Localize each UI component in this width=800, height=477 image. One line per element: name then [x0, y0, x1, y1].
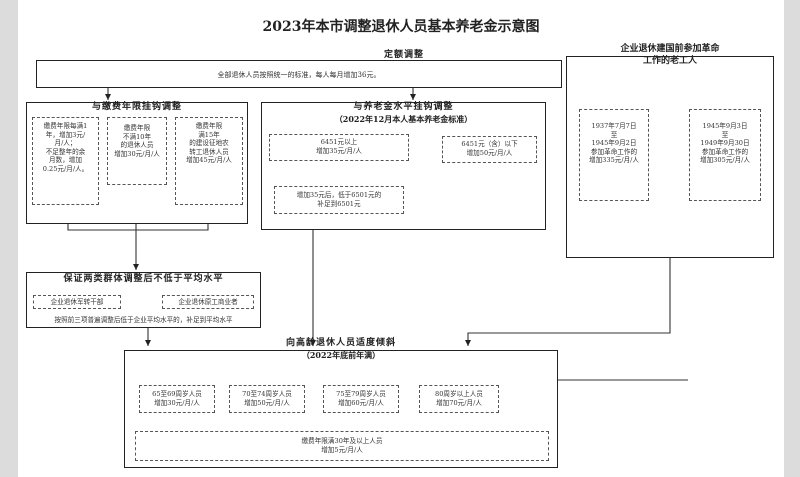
veterans-heading: 企业退休建国前参加革命 工作的老工人 — [620, 44, 720, 66]
elderly-bottom: 缴费年限满30年及以上人员 增加5元/月/人 — [135, 431, 549, 461]
years-box: 与缴费年限挂钩调整 缴费年限每满1 年，增加3元/ 月/人； 不足整年的余 月数… — [26, 102, 248, 224]
pension-box: 与养老金水平挂钩调整 （2022年12月本人基本养老金标准） 6451元以上 增… — [261, 102, 546, 230]
guarantee-item-1: 企业退休军转干部 — [33, 295, 121, 309]
elderly-subheading: （2022年底前年满） — [301, 350, 381, 360]
elderly-item-2: 70至74周岁人员 增加50元/月/人 — [229, 385, 305, 413]
pension-heading: 与养老金水平挂钩调整 — [353, 102, 454, 112]
years-item-3: 缴费年限 满15年 的建设征地农 转工退休人员 增加45元/月/人 — [175, 117, 243, 205]
elderly-box: 向高龄退休人员适度倾斜 （2022年底前年满） 65至69周岁人员 增加30元/… — [124, 338, 558, 468]
veterans-box: 企业退休建国前参加革命 工作的老工人 1937年7月7日 至 1945年9月2日… — [566, 44, 774, 258]
guarantee-item-2: 企业退休原工商业者 — [162, 295, 254, 309]
veterans-item-2: 1945年9月3日 至 1949年9月30日 参加革命工作的 增加305元/月/… — [689, 109, 761, 201]
veterans-item-1: 1937年7月7日 至 1945年9月2日 参加革命工作的 增加335元/月/人 — [579, 109, 649, 201]
pension-below: 6451元（含）以下 增加50元/月/人 — [442, 136, 537, 163]
guarantee-heading: 保证两类群体调整后不低于平均水平 — [63, 274, 224, 284]
pension-topup: 增加35元后，低于6501元的 补足到6501元 — [274, 186, 404, 214]
years-item-1: 缴费年限每满1 年，增加3元/ 月/人； 不足整年的余 月数，增加 0.25元/… — [32, 117, 99, 205]
years-heading: 与缴费年限挂钩调整 — [91, 102, 182, 112]
pension-subheading: （2022年12月本人基本养老金标准） — [334, 114, 473, 124]
fixed-heading: 定额调整 — [383, 50, 424, 60]
elderly-item-1: 65至69周岁人员 增加30元/月/人 — [139, 385, 215, 413]
fixed-box: 全部退休人员按照统一的标准，每人每月增加36元。 — [36, 60, 562, 88]
elderly-heading: 向高龄退休人员适度倾斜 — [285, 338, 396, 348]
years-item-2: 缴费年限 不满10年 的退休人员 增加30元/月/人 — [107, 117, 167, 185]
elderly-item-4: 80周岁以上人员 增加70元/月/人 — [419, 385, 499, 413]
page-title: 2023年本市调整退休人员基本养老金示意图 — [262, 19, 540, 35]
elderly-item-3: 75至79周岁人员 增加60元/月/人 — [323, 385, 399, 413]
fixed-text: 全部退休人员按照统一的标准，每人每月增加36元。 — [217, 71, 381, 79]
pension-above: 6451元以上 增加35元/月/人 — [269, 134, 409, 161]
guarantee-note: 按照前三项普遍调整后低于企业平均水平的，补足到平均水平 — [54, 316, 233, 324]
diagram-page: 2023年本市调整退休人员基本养老金示意图 定额调整 全部退休人员按照统一的标准… — [18, 0, 784, 477]
guarantee-box: 保证两类群体调整后不低于平均水平 企业退休军转干部 企业退休原工商业者 按照前三… — [26, 272, 261, 328]
